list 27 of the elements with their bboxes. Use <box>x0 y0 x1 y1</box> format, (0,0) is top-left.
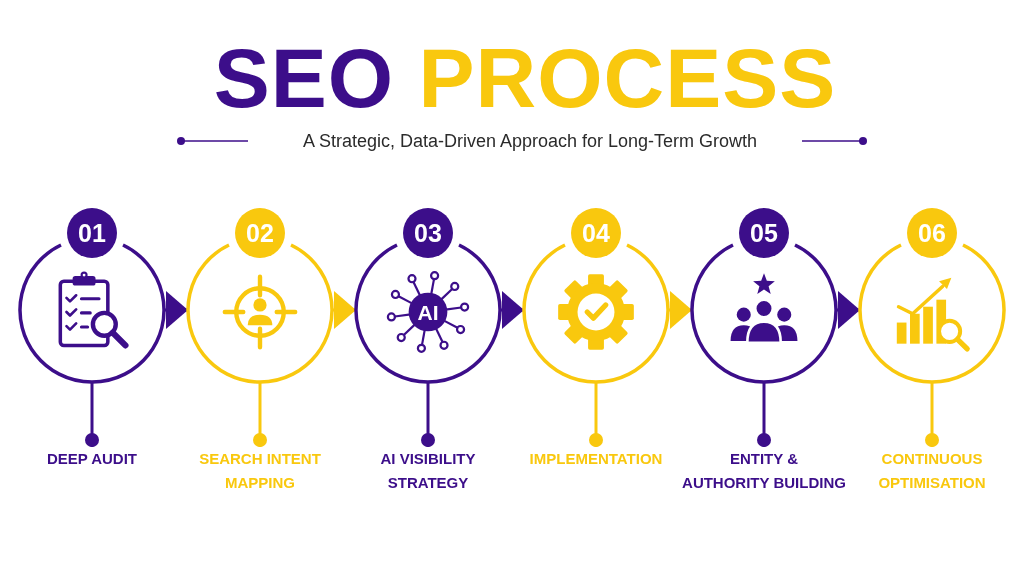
leader-line <box>421 382 435 447</box>
step-label: DEEP AUDIT <box>9 447 175 471</box>
chevron-arrow <box>836 291 860 329</box>
chevron-arrow <box>164 291 188 329</box>
number-badge: 06 <box>907 208 957 258</box>
step-label: IMPLEMENTATION <box>513 447 679 471</box>
chevron-arrow <box>668 291 692 329</box>
chevron-arrow <box>500 291 524 329</box>
number-badge: 04 <box>571 208 621 258</box>
number-badge: 03 <box>403 208 453 258</box>
step-label: SEARCH INTENT MAPPING <box>177 447 343 495</box>
leader-line <box>253 382 267 447</box>
number-badge: 05 <box>739 208 789 258</box>
step-label: CONTINUOUS OPTIMISATION <box>849 447 1015 495</box>
chip-label: AI <box>417 301 439 323</box>
number-badge: 02 <box>235 208 285 258</box>
leader-line <box>589 382 603 447</box>
step-label: AI VISIBILITY STRATEGY <box>345 447 511 495</box>
number-badge: 01 <box>67 208 117 258</box>
leader-line <box>757 382 771 447</box>
leader-line <box>925 382 939 447</box>
step-circle <box>689 205 839 385</box>
leader-line <box>85 382 99 447</box>
title: SEO PROCESS <box>213 36 837 120</box>
step-label: ENTITY & AUTHORITY BUILDING <box>681 447 847 495</box>
chevron-arrow <box>332 291 356 329</box>
subtitle: A Strategic, Data-Driven Approach for Long-Term Growth <box>302 130 758 152</box>
